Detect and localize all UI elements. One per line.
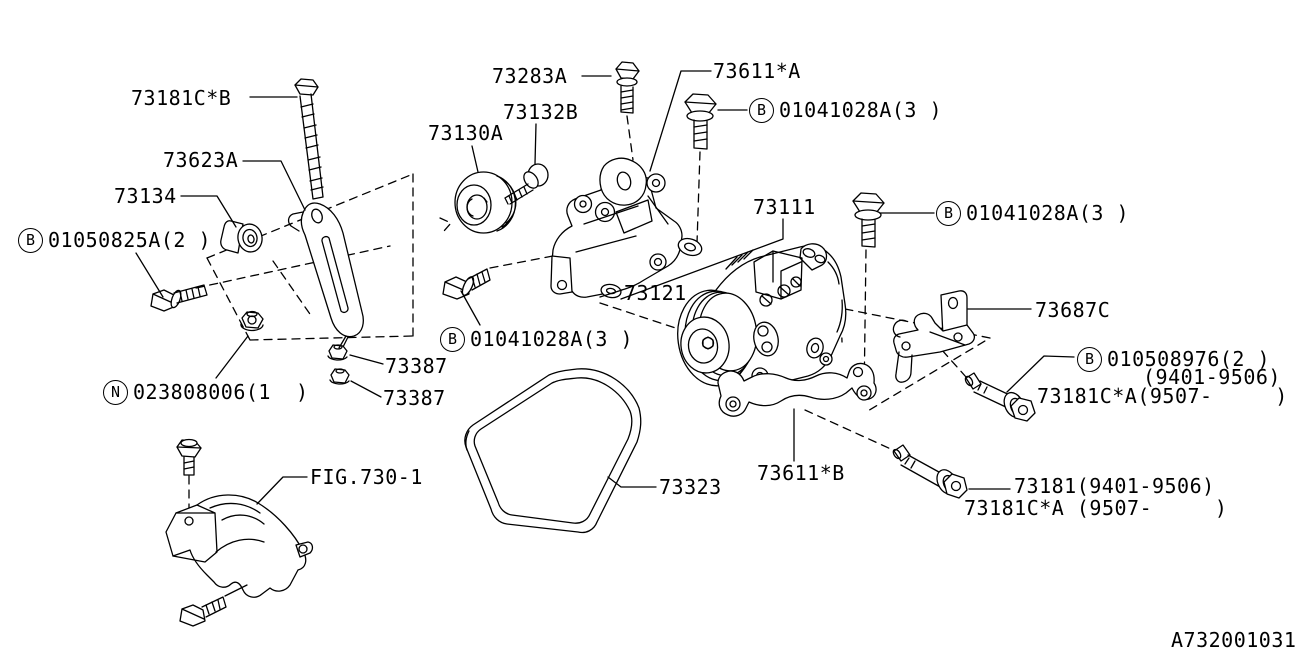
- label-73323: 73323: [659, 476, 722, 499]
- part-number: 73181C*A (9507- ): [964, 496, 1228, 520]
- part-number: 73623A: [163, 148, 239, 172]
- label-73687c: 73687C: [1035, 299, 1110, 322]
- bolt-01041028a-mid-drawing: [852, 192, 885, 248]
- figure-reference: FIG.730-1: [310, 465, 423, 489]
- spacer-73134-drawing: [220, 220, 263, 254]
- circled-b-icon: B: [440, 327, 465, 352]
- part-number: 73130A: [428, 121, 504, 145]
- nut-73387-upper-drawing: [327, 344, 348, 361]
- circled-b-icon: B: [936, 201, 961, 226]
- circled-b-icon: B: [1077, 347, 1102, 372]
- bolt-73132b-drawing: [504, 163, 549, 205]
- part-number: 01041028A(3 ): [966, 201, 1130, 225]
- compressor-73111-drawing: [677, 243, 847, 387]
- circled-n-icon: N: [103, 380, 128, 405]
- part-number: 73181C*B: [131, 86, 232, 110]
- bolt-73283a-drawing: [615, 61, 640, 114]
- bolt-01041028a-left-drawing: [442, 268, 491, 300]
- part-number: 73387: [385, 354, 448, 378]
- label-73181c-b: 73181C*B: [131, 87, 231, 110]
- bolt-73181c-b-drawing: [294, 78, 324, 200]
- bolt-cover-top-drawing: [176, 438, 202, 476]
- diagram-code-text: A732001031: [1171, 628, 1297, 652]
- belt-73323-drawing: [464, 368, 642, 534]
- part-number: 73134: [114, 184, 177, 208]
- bolt-cover-bottom-drawing: [179, 584, 248, 627]
- label-fig-730-1: FIG.730-1: [310, 466, 423, 489]
- part-number: 73611*A: [713, 59, 801, 83]
- label-73132b: 73132B: [503, 101, 578, 124]
- leader-lines: [135, 70, 1075, 505]
- label-73111: 73111: [753, 196, 816, 219]
- label-73181c-a-lower: 73181C*A (9507- ): [964, 497, 1227, 520]
- part-number: 01041028A(3 ): [470, 327, 634, 351]
- part-number: 73283A: [492, 64, 568, 88]
- label-73283a: 73283A: [492, 65, 567, 88]
- nut-73387-lower-drawing: [329, 368, 350, 385]
- pulley-73130a-drawing: [454, 171, 517, 234]
- label-73387-lower: 73387: [383, 387, 446, 410]
- bolt-01041028a-top-drawing: [684, 93, 717, 150]
- part-number: 73323: [659, 475, 722, 499]
- part-number: 73132B: [503, 100, 579, 124]
- part-number: 73687C: [1035, 298, 1111, 322]
- part-number: 73387: [383, 386, 446, 410]
- part-number: 73181C*A(9507- ): [1037, 384, 1288, 408]
- label-73623a: 73623A: [163, 149, 238, 172]
- part-number: 010508976(2 ): [1107, 347, 1271, 371]
- date-range: (9401-9506): [1143, 365, 1281, 389]
- label-73181: 73181(9401-9506): [1014, 475, 1215, 498]
- label-73130a: 73130A: [428, 122, 503, 145]
- bracket-73611-b-drawing: [717, 362, 877, 417]
- bolt-010508976-drawing: [964, 372, 1036, 422]
- label-73387-upper: 73387: [385, 355, 448, 378]
- label-73121: 73121: [624, 282, 687, 305]
- bolt-01050825a-drawing: [150, 284, 208, 312]
- part-number: 023808006(1 ): [133, 380, 309, 404]
- label-9401-9506: (9401-9506): [1143, 366, 1281, 389]
- bracket-73121-drawing: [550, 157, 703, 299]
- diagram-code: A732001031: [1171, 629, 1296, 652]
- dashed-construction-lines: [188, 115, 991, 516]
- part-number: 73111: [753, 195, 816, 219]
- circled-b-icon: B: [749, 98, 774, 123]
- cover-fig-730-1-drawing: [165, 494, 314, 598]
- part-number: 73611*B: [757, 461, 845, 485]
- part-number: 01050825A(2 ): [48, 228, 212, 252]
- bracket-73687c-drawing: [892, 290, 976, 383]
- nut-023808006-drawing: [240, 310, 264, 332]
- part-number: 73181(9401-9506): [1014, 474, 1215, 498]
- part-number: 01041028A(3 ): [779, 98, 943, 122]
- circled-b-icon: B: [18, 228, 43, 253]
- label-73611-a: 73611*A: [713, 60, 801, 83]
- label-73181c-a-upper: 73181C*A(9507- ): [1037, 385, 1288, 408]
- label-73611-b: 73611*B: [757, 462, 845, 485]
- part-number: 73121: [624, 281, 687, 305]
- label-73134: 73134: [114, 185, 177, 208]
- bolt-73181-drawing: [892, 444, 968, 499]
- adjuster-bar-73623a-drawing: [287, 202, 364, 350]
